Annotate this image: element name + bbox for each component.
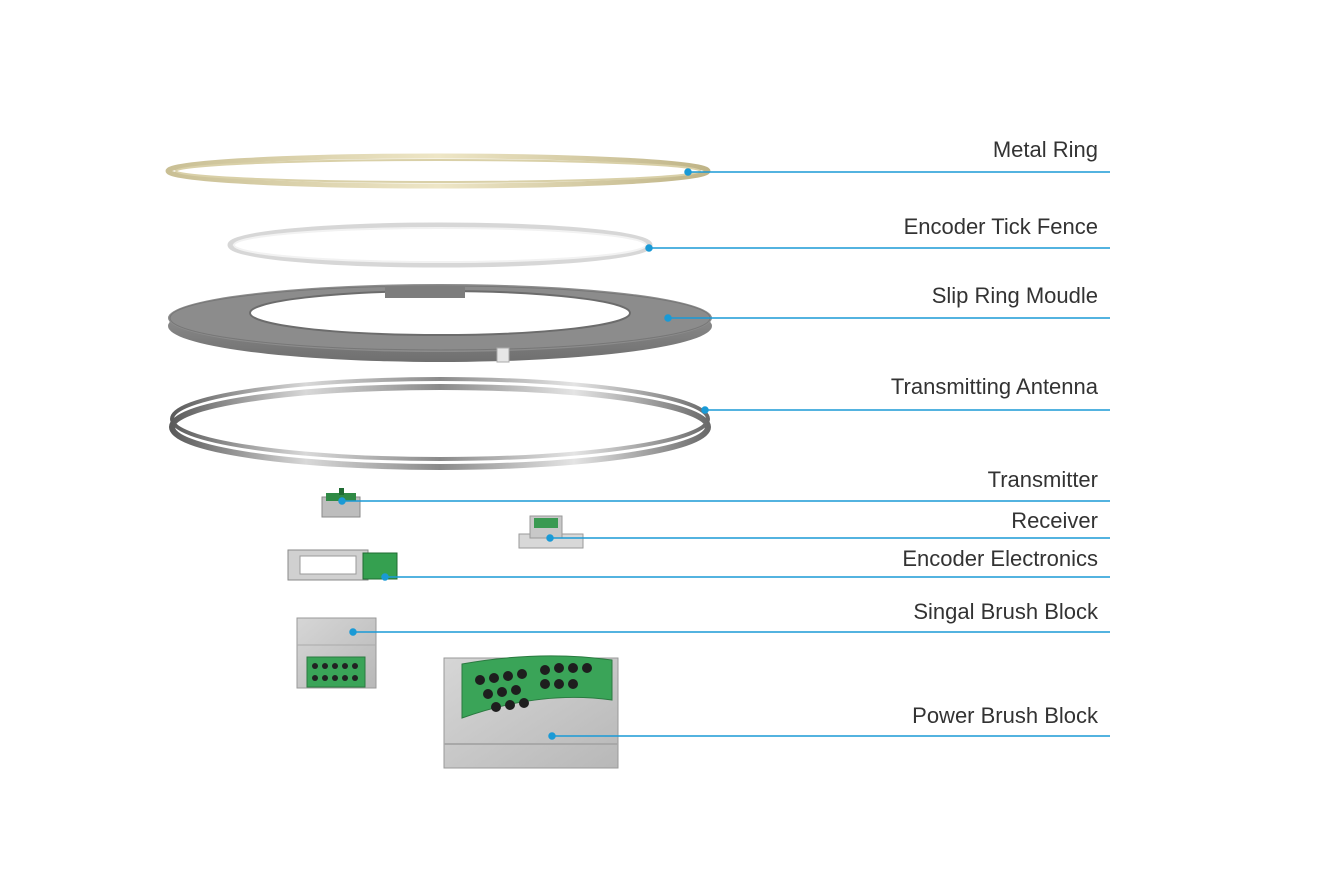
label-encoder-tick-fence: Encoder Tick Fence bbox=[903, 214, 1098, 239]
label-receiver: Receiver bbox=[1011, 508, 1098, 533]
metal-ring-part bbox=[165, 153, 711, 189]
label-metal-ring: Metal Ring bbox=[992, 137, 1098, 162]
transmitting-antenna-part bbox=[169, 377, 711, 470]
label-encoder-electronics: Encoder Electronics bbox=[902, 546, 1098, 571]
label-transmitter: Transmitter bbox=[987, 467, 1098, 492]
receiver-part bbox=[518, 515, 584, 549]
transmitter-part bbox=[321, 488, 361, 518]
label-signal-brush-block: Singal Brush Block bbox=[913, 599, 1098, 624]
slip-ring-module-part bbox=[168, 284, 712, 363]
power-brush-block-part bbox=[443, 655, 619, 769]
encoder-tick-fence-part bbox=[227, 222, 653, 268]
label-slip-ring-module: Slip Ring Moudle bbox=[931, 283, 1098, 308]
callout-leaders bbox=[338, 168, 1110, 740]
label-transmitting-antenna: Transmitting Antenna bbox=[890, 374, 1098, 399]
signal-brush-block-part bbox=[296, 617, 377, 689]
label-power-brush-block: Power Brush Block bbox=[912, 703, 1098, 728]
encoder-electronics-part bbox=[287, 549, 398, 581]
